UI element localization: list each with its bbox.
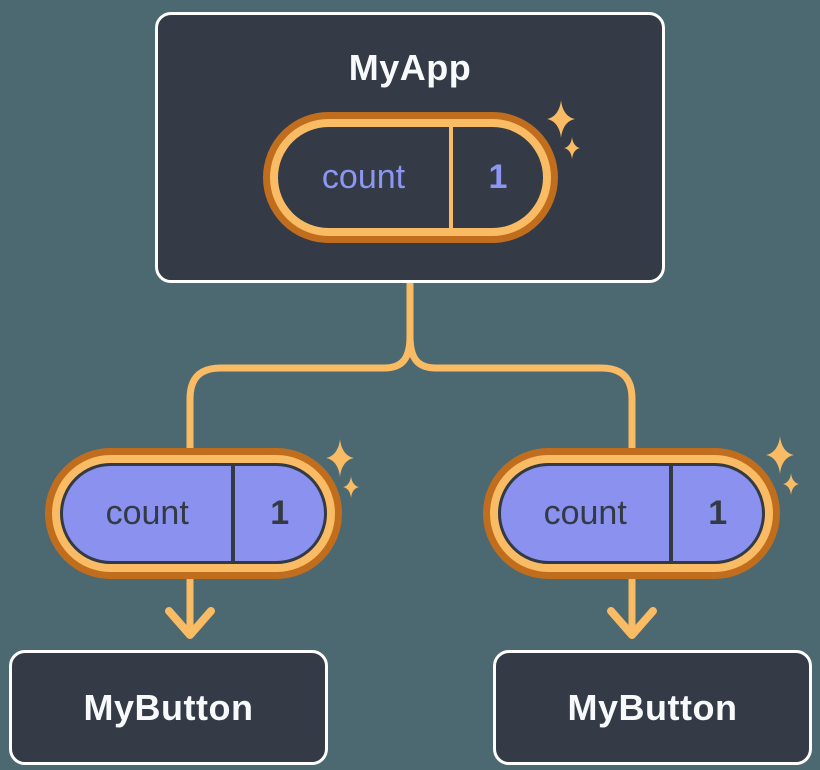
prop-pill-left: count 1 — [45, 448, 342, 579]
arrow-down-icon — [607, 607, 657, 639]
state-pill-body: count 1 — [278, 127, 543, 228]
node-title: MyApp — [348, 47, 472, 88]
pill-value-label: 1 — [231, 466, 324, 561]
component-node-mybutton-right: MyButton — [493, 650, 812, 765]
sparkle-icon — [326, 439, 360, 499]
node-title: MyButton — [567, 686, 738, 728]
pill-key-label: count — [321, 158, 406, 196]
pill-value-label: 1 — [669, 466, 762, 561]
branch-right-line — [406, 280, 636, 455]
sparkle-icon — [766, 436, 800, 496]
branch-left-line — [186, 280, 414, 455]
pill-value-label: 1 — [449, 127, 543, 228]
arrow-down-icon — [165, 607, 215, 639]
prop-pill-body: count 1 — [60, 463, 327, 564]
sparkle-icon — [547, 100, 581, 160]
component-node-myapp: MyApp count 1 — [155, 12, 665, 283]
pill-key-label: count — [105, 494, 189, 532]
state-pill-myapp: count 1 — [263, 112, 558, 243]
prop-pill-right: count 1 — [483, 448, 780, 579]
prop-pill-body: count 1 — [498, 463, 765, 564]
component-node-mybutton-left: MyButton — [9, 650, 328, 765]
node-title: MyButton — [83, 686, 254, 728]
pill-key-label: count — [543, 494, 627, 532]
